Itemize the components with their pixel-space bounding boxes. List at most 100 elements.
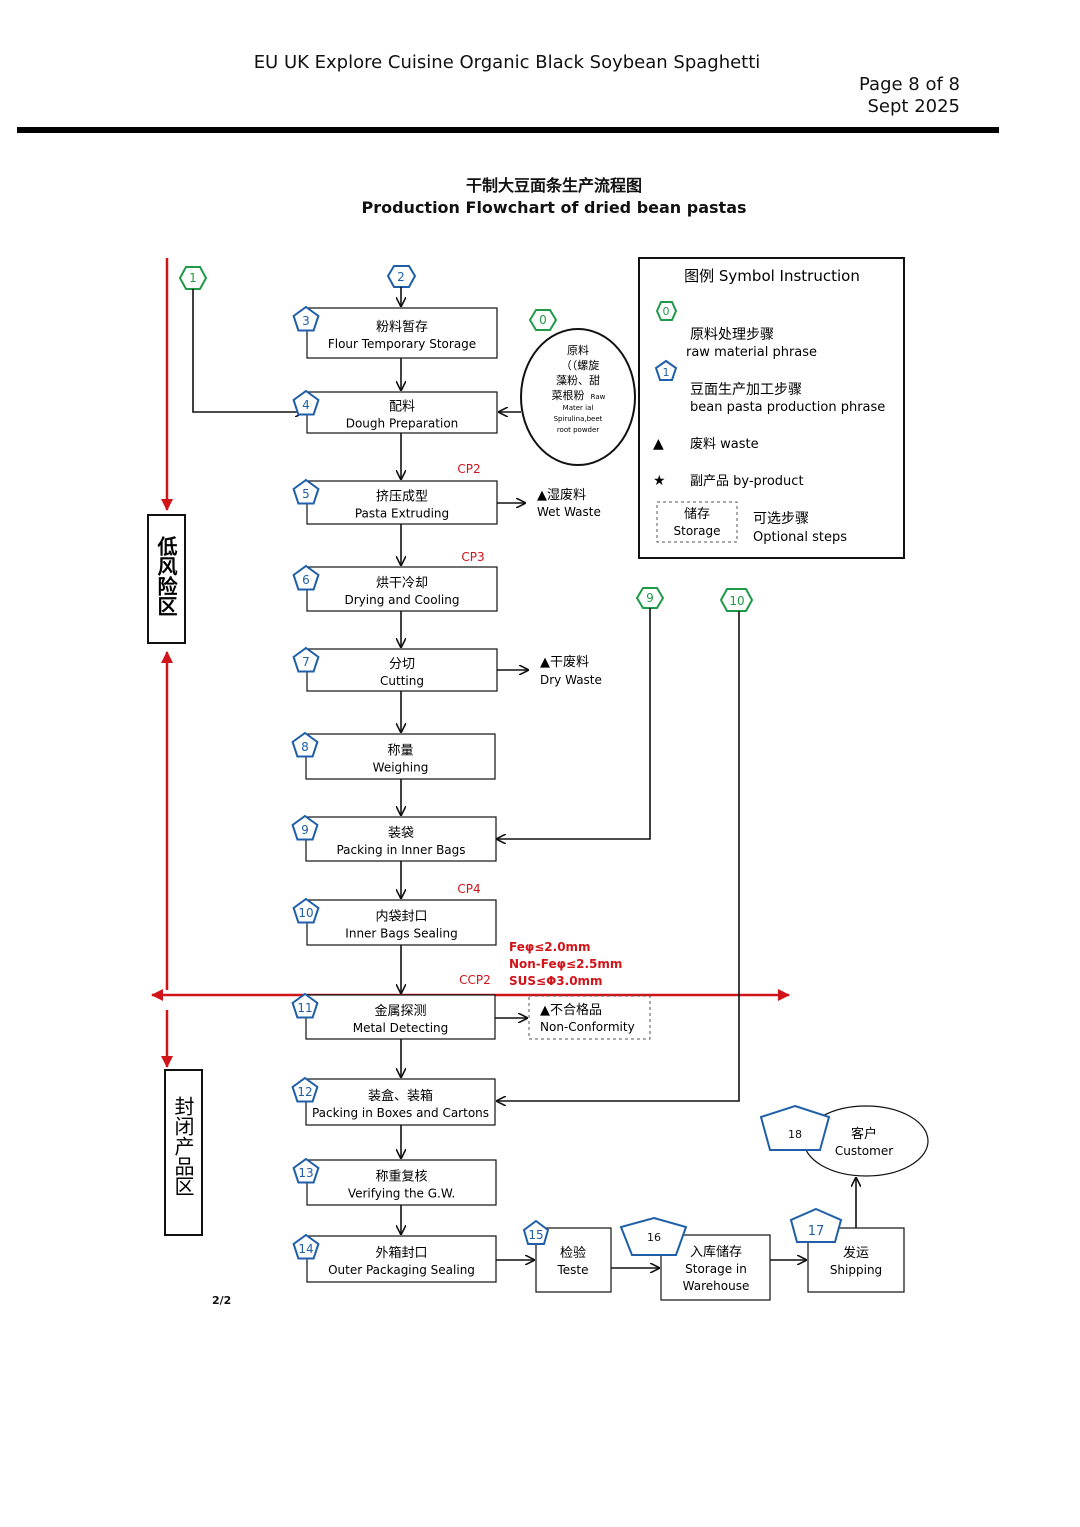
nonconformity-en: Non-Conformity bbox=[540, 1020, 635, 1034]
step-15-number: 15 bbox=[528, 1228, 543, 1242]
step-11-en: Metal Detecting bbox=[353, 1021, 449, 1035]
step-7-cn: 分切 bbox=[389, 657, 415, 672]
step-16-number: 16 bbox=[647, 1231, 661, 1244]
zone-low-risk-label: 低风险区 bbox=[154, 535, 178, 616]
step-6-box bbox=[306, 566, 498, 612]
step-17-pentagon-icon bbox=[789, 1207, 843, 1243]
legend-byproduct-icon: ★ bbox=[653, 473, 666, 489]
step-15-cn: 检验 bbox=[560, 1245, 586, 1261]
step-4-number: 4 bbox=[302, 398, 310, 412]
dry-waste-en: Dry Waste bbox=[540, 673, 602, 687]
header-rule bbox=[17, 127, 999, 133]
wet-waste-en: Wet Waste bbox=[537, 505, 601, 519]
page-date: Sept 2025 bbox=[867, 96, 960, 117]
limit-non-fe: Non-Feφ≤2.5mm bbox=[509, 957, 622, 971]
step-8-pentagon-icon bbox=[291, 731, 319, 758]
input-10-hexagon-icon bbox=[719, 588, 754, 612]
step-12-number: 12 bbox=[297, 1085, 312, 1099]
step-10-number: 10 bbox=[298, 906, 313, 920]
legend-storage-cn: 储存 bbox=[684, 507, 710, 522]
page-number: Page 8 of 8 bbox=[859, 74, 960, 95]
raw-material-ellipse bbox=[520, 328, 636, 466]
limit-fe: Feφ≤2.0mm bbox=[509, 940, 591, 954]
chart-title: 干制大豆面条生产流程图 Production Flowchart of drie… bbox=[0, 175, 1080, 219]
legend-title: 图例 Symbol Instruction bbox=[684, 267, 860, 285]
raw-en-3: Spirulina,beet bbox=[554, 415, 603, 423]
step-3-number: 3 bbox=[302, 314, 310, 328]
chart-title-cn: 干制大豆面条生产流程图 bbox=[465, 176, 642, 195]
step-10-pentagon-icon bbox=[292, 897, 320, 924]
step-4-pentagon-icon bbox=[292, 389, 320, 416]
zone-sealed-label: 封闭产品区 bbox=[171, 1096, 195, 1196]
legend: 图例 Symbol Instruction 0 原料处理步骤 raw mater… bbox=[638, 257, 905, 559]
legend-raw-en: raw material phrase bbox=[686, 345, 817, 360]
step-11-cn: 金属探测 bbox=[374, 1003, 426, 1019]
step-8-en: Weighing bbox=[373, 761, 429, 775]
raw-en-2: Mater ial bbox=[563, 404, 594, 412]
dry-waste-cn: ▲干废料 bbox=[540, 654, 589, 670]
step-6-pentagon-icon bbox=[292, 564, 320, 591]
legend-hexagon-label: 0 bbox=[663, 305, 670, 318]
legend-storage-en: Storage bbox=[674, 524, 721, 538]
step-12-pentagon-icon bbox=[291, 1076, 319, 1103]
input-10-label: 10 bbox=[729, 594, 744, 608]
step-11-pentagon-icon bbox=[291, 992, 319, 1019]
step-14-cn: 外箱封口 bbox=[375, 1245, 427, 1261]
page-info: Page 8 of 8 Sept 2025 bbox=[859, 74, 960, 118]
step-3-en: Flour Temporary Storage bbox=[328, 337, 476, 351]
step-3-box bbox=[306, 307, 498, 359]
chart-title-en: Production Flowchart of dried bean pasta… bbox=[361, 198, 747, 217]
wet-waste-cn: ▲湿废料 bbox=[537, 487, 586, 503]
input-0-label: 0 bbox=[539, 313, 547, 327]
legend-hexagon-icon bbox=[655, 301, 678, 321]
step-18-pentagon-icon bbox=[759, 1104, 831, 1151]
nonconformity-box bbox=[528, 995, 651, 1040]
step-9-box bbox=[305, 816, 497, 862]
customer-en: Customer bbox=[835, 1144, 893, 1158]
step-10-cn: 内袋封口 bbox=[375, 909, 427, 925]
raw-en-4: root powder bbox=[557, 426, 599, 434]
step-9-number: 9 bbox=[301, 823, 309, 837]
customer-cn: 客户 bbox=[851, 1126, 877, 1142]
step-18-number: 18 bbox=[788, 1128, 802, 1141]
zone-markers: 低风险区 封闭产品区 bbox=[147, 258, 790, 1236]
legend-optional-cn: 可选步骤 bbox=[753, 511, 809, 527]
step-5-box bbox=[306, 480, 498, 525]
legend-prod-en: bean pasta production phrase bbox=[690, 400, 885, 415]
step-11-number: 11 bbox=[297, 1001, 312, 1015]
document-title: EU UK Explore Cuisine Organic Black Soyb… bbox=[253, 52, 761, 73]
step-5-en: Pasta Extruding bbox=[355, 507, 449, 521]
step-13-pentagon-icon bbox=[292, 1157, 320, 1184]
raw-cn-1: 原料 bbox=[567, 343, 589, 357]
step-16-en: Storage in bbox=[685, 1262, 747, 1276]
step-13-cn: 称重复核 bbox=[375, 1169, 427, 1185]
step-15-en: Teste bbox=[556, 1263, 588, 1277]
step-8-box bbox=[305, 733, 496, 780]
step-14-box bbox=[306, 1235, 497, 1283]
legend-byproduct: 副产品 by-product bbox=[690, 474, 804, 489]
step-17-cn: 发运 bbox=[843, 1245, 869, 1261]
step-8-number: 8 bbox=[301, 740, 309, 754]
input-2-hexagon-icon bbox=[386, 265, 417, 288]
step-7-number: 7 bbox=[302, 655, 310, 669]
step-6-control-point: CP3 bbox=[461, 550, 484, 564]
raw-cn-2: （（螺旋 bbox=[561, 358, 600, 372]
step-17-number: 17 bbox=[808, 1224, 825, 1239]
nonconformity-cn: ▲不合格品 bbox=[540, 1002, 602, 1018]
step-16-pentagon-icon bbox=[619, 1216, 688, 1256]
zone-sealed-box bbox=[164, 1069, 203, 1236]
step-16-en2: Warehouse bbox=[683, 1279, 750, 1293]
step-9-pentagon-icon bbox=[291, 814, 319, 841]
raw-en-1: Raw bbox=[591, 393, 606, 401]
zone-low-risk-box bbox=[147, 514, 186, 644]
step-6-cn: 烘干冷却 bbox=[376, 576, 428, 591]
input-9-label: 9 bbox=[646, 591, 654, 605]
step-5-control-point: CP2 bbox=[457, 462, 480, 476]
legend-waste: 废料 waste bbox=[690, 436, 759, 452]
step-13-box bbox=[306, 1159, 497, 1206]
raw-cn-4: 菜根粉 bbox=[552, 388, 585, 402]
legend-pentagon-icon bbox=[654, 359, 678, 381]
footnote: 2/2 bbox=[212, 1294, 232, 1307]
limit-sus: SUS≤Φ3.0mm bbox=[509, 974, 603, 988]
